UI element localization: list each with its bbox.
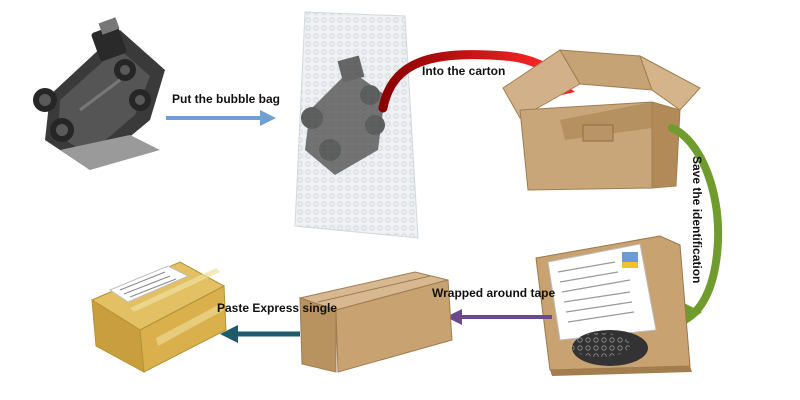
arrow-paste-express (220, 325, 300, 343)
taped-shipping-box-icon (90, 261, 227, 373)
open-carton-icon (502, 49, 701, 191)
bubble-wrapped-part-icon (294, 11, 419, 239)
ignition-coil-icon (33, 17, 165, 170)
label-put-bubble-bag: Put the bubble bag (172, 92, 280, 106)
label-into-carton: Into the carton (422, 64, 506, 78)
closed-carton-icon (298, 271, 453, 373)
arrow-put-bubble-bag (166, 110, 276, 126)
label-paste-express: Paste Express single (217, 301, 338, 315)
label-wrapped-tape: Wrapped around tape (432, 286, 556, 300)
label-save-identification: Save the identification (690, 156, 704, 284)
carton-with-document-icon (535, 235, 692, 376)
arrow-wrapped-tape (446, 309, 552, 325)
